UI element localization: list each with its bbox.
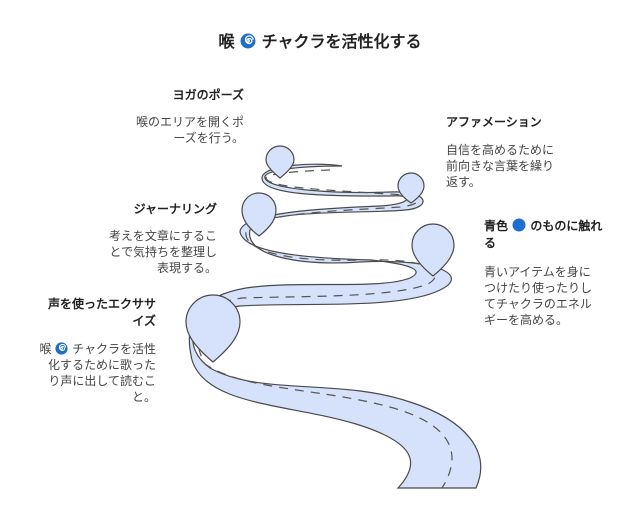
step-affirmation-desc: 自信を高めるために 前向きな言葉を繰り 返す。 — [446, 143, 555, 189]
step-journaling-heading: ジャーナリング — [133, 202, 217, 216]
step-yoga-heading: ヨガのポーズ — [172, 88, 244, 102]
blue-circle-icon — [512, 218, 526, 232]
step-blue-heading: 青色 のものに触れ る — [484, 218, 603, 250]
pin-yoga — [265, 145, 295, 179]
pin-journaling — [241, 192, 277, 237]
pin-blue — [411, 223, 455, 277]
title-suffix: チャクラを活性化する — [261, 32, 422, 51]
step-affirmation-heading: アファメーション — [446, 115, 542, 129]
cyclone-icon — [240, 33, 256, 49]
cyclone-icon — [55, 342, 68, 355]
step-voice-heading: 声を使ったエクササ イズ — [47, 297, 156, 328]
step-journaling-desc: 考えを文章にするこ とで気持ちを整理し 表現する。 — [108, 229, 217, 275]
step-voice-desc: 喉 チャクラを活性 化するために歌った り声に出して読むこ と。 — [39, 342, 156, 404]
pin-voice — [185, 294, 241, 363]
step-blue-desc: 青いアイテムを身に つけたり使ったりし てチャクラのエネル ギーを高める。 — [484, 265, 593, 327]
pin-affirmation — [397, 172, 425, 204]
road-center-line — [197, 169, 453, 489]
road-pins — [185, 145, 455, 363]
page-title: 喉 チャクラを活性化する — [0, 28, 640, 52]
step-yoga-desc: 喉のエリアを開くポ ーズを行う。 — [135, 115, 244, 145]
title-prefix: 喉 — [218, 32, 235, 51]
